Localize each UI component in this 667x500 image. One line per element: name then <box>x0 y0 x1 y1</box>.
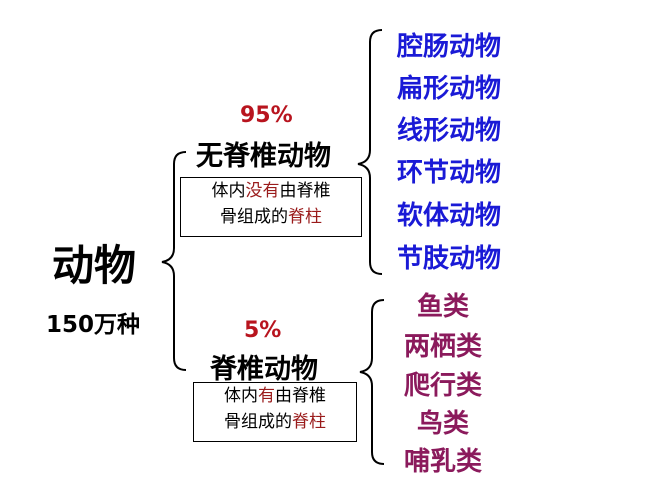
invertebrate-item-annelid: 环节动物 <box>397 158 502 188</box>
invertebrate-item-roundworm: 线形动物 <box>397 116 502 146</box>
invertebrate-percent: 95% <box>240 103 293 128</box>
vertebrate-definition-line1: 体内有由脊椎 <box>224 386 326 406</box>
root-count: 150万种 <box>46 312 141 338</box>
vertebrate-item-reptile: 爬行类 <box>403 371 482 401</box>
invertebrate-item-flatworm: 扁形动物 <box>397 74 502 104</box>
invertebrate-definition-box: 体内没有由脊椎 骨组成的脊柱 <box>180 177 362 237</box>
vertebrate-item-bird: 鸟类 <box>416 409 469 439</box>
vertebrate-brace <box>359 299 385 465</box>
invertebrate-definition-line1: 体内没有由脊椎 <box>211 181 331 201</box>
vertebrate-definition-box: 体内有由脊椎 骨组成的脊柱 <box>193 382 357 442</box>
vertebrate-percent: 5% <box>244 318 282 343</box>
invertebrate-brace <box>357 29 383 275</box>
vertebrate-item-mammal: 哺乳类 <box>403 447 482 477</box>
vertebrate-item-fish: 鱼类 <box>416 292 469 322</box>
main-brace <box>161 151 187 371</box>
vertebrate-definition-line2: 骨组成的脊柱 <box>224 412 326 432</box>
root-title: 动物 <box>52 241 137 290</box>
invertebrate-item-mollusk: 软体动物 <box>397 201 502 231</box>
vertebrate-title: 脊椎动物 <box>210 354 318 385</box>
invertebrate-item-arthropod: 节肢动物 <box>397 244 502 274</box>
vertebrate-item-amphibian: 两栖类 <box>403 332 482 362</box>
invertebrate-title: 无脊椎动物 <box>196 141 331 172</box>
invertebrate-definition-line2: 骨组成的脊柱 <box>220 207 322 227</box>
invertebrate-item-coelenterate: 腔肠动物 <box>397 32 502 62</box>
